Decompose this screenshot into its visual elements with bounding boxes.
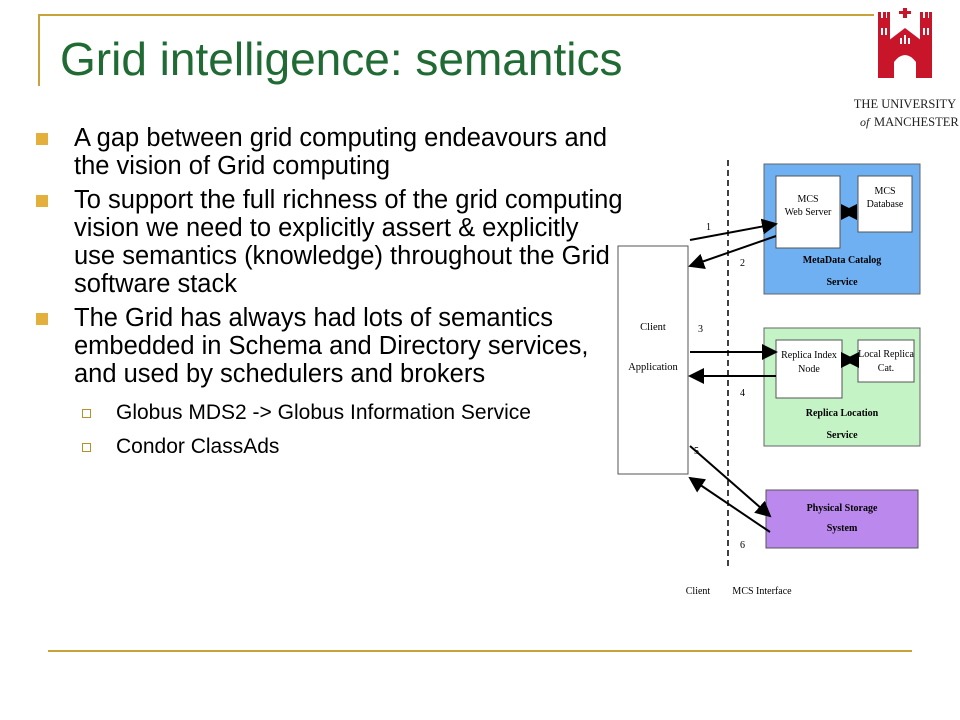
replica-service-line2: Service — [826, 430, 858, 441]
bullet-text: A gap between grid computing endeavours … — [74, 124, 608, 180]
slide-title: Grid intelligence: semantics — [60, 33, 623, 85]
client-box-label-line1: Client — [640, 322, 666, 333]
replica-index-line2: Node — [798, 364, 820, 375]
physical-storage-line2: System — [827, 523, 858, 534]
footer-mcs-interface-label: MCS Interface — [732, 586, 792, 597]
sub-bullet-item: Condor ClassAds — [36, 436, 626, 458]
mcs-database-box — [857, 175, 913, 233]
bullet-item: To support the full richness of the grid… — [36, 186, 626, 298]
bullet-square-icon — [36, 313, 48, 325]
local-replica-cat-box — [857, 339, 915, 383]
replica-index-node-box — [775, 339, 843, 399]
client-application-box — [617, 245, 689, 475]
logo-line-university: THE UNIVERSITY — [854, 97, 956, 111]
sub-bullet-square-icon — [82, 409, 91, 418]
local-replica-line1: Local Replica — [858, 349, 914, 360]
bullet-list: A gap between grid computing endeavours … — [36, 124, 626, 470]
logo-line-manchester: MANCHESTER — [874, 115, 959, 129]
logo-of: of — [860, 115, 871, 129]
physical-storage-system-box — [765, 489, 919, 549]
footer-client-label: Client — [686, 586, 711, 597]
mcs-web-server-line2: Web Server — [785, 207, 832, 218]
metadata-service-line2: Service — [826, 277, 858, 288]
replica-index-line1: Replica Index — [781, 350, 837, 361]
mcs-database-line2: Database — [867, 199, 904, 210]
frame-left-rule — [38, 14, 40, 86]
physical-storage-line1: Physical Storage — [807, 503, 878, 514]
mcs-web-server-box — [775, 175, 841, 249]
mcs-web-server-line1: MCS — [797, 194, 818, 205]
university-logo: THE UNIVERSITY of MANCHESTER — [854, 8, 959, 129]
arrow-label-5: 5 — [694, 446, 699, 457]
frame-top-rule — [38, 14, 874, 16]
bullet-square-icon — [36, 195, 48, 207]
bullet-text: To support the full richness of the grid… — [74, 186, 623, 298]
replica-service-line1: Replica Location — [806, 408, 879, 419]
castle-crest-icon — [878, 8, 932, 78]
sub-bullet-square-icon — [82, 443, 91, 452]
mcs-architecture-diagram: Client Application MCS Web Server MCS Da… — [617, 160, 921, 597]
bullet-text: The Grid has always had lots of semantic… — [74, 304, 589, 388]
arrow-2 — [688, 235, 777, 269]
local-replica-line2: Cat. — [878, 363, 894, 374]
arrow-1 — [689, 218, 778, 241]
mcs-database-line1: MCS — [874, 186, 895, 197]
arrow-label-4: 4 — [740, 388, 745, 399]
sub-bullet-item: Globus MDS2 -> Globus Information Servic… — [36, 402, 626, 424]
bullet-item: The Grid has always had lots of semantic… — [36, 304, 626, 388]
arrow-6 — [688, 476, 771, 533]
arrow-5 — [689, 445, 772, 518]
arrow-label-6: 6 — [740, 540, 745, 551]
sub-bullet-text: Condor ClassAds — [116, 435, 280, 458]
sub-bullet-text: Globus MDS2 -> Globus Information Servic… — [116, 401, 531, 424]
bullet-item: A gap between grid computing endeavours … — [36, 124, 626, 180]
metadata-service-line1: MetaData Catalog — [803, 255, 882, 266]
bullet-square-icon — [36, 133, 48, 145]
arrow-label-3: 3 — [698, 324, 703, 335]
bottom-rule — [48, 650, 912, 652]
arrow-label-1: 1 — [706, 222, 711, 233]
arrow-label-2: 2 — [740, 258, 745, 269]
client-box-label-line2: Application — [628, 362, 678, 373]
